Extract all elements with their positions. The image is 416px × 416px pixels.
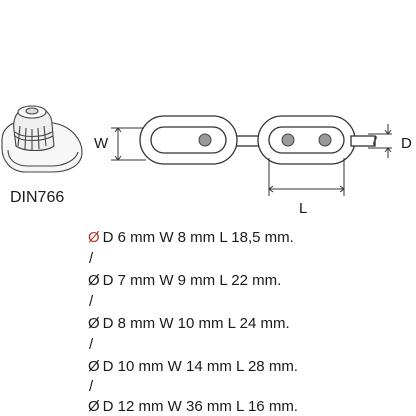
spec-separator: /	[89, 336, 94, 353]
product-fitting-illustration	[1, 105, 83, 173]
length-dimension	[268, 158, 345, 196]
link-cross-sections	[198, 133, 332, 147]
spec-separator: /	[89, 293, 94, 310]
diameter-symbol: Ø	[88, 358, 100, 375]
chain-links	[139, 115, 377, 165]
width-dimension	[111, 127, 146, 161]
spec-text: D 10 mm W 14 mm L 28 mm.	[102, 358, 298, 375]
diameter-symbol: Ø	[88, 229, 100, 246]
spec-separator: /	[89, 250, 94, 267]
spec-text: D 12 mm W 36 mm L 16 mm.	[102, 398, 298, 415]
diameter-dimension	[368, 124, 392, 158]
spec-text: D 6 mm W 8 mm L 18,5 mm.	[102, 229, 294, 246]
diameter-symbol: Ø	[88, 315, 100, 332]
spec-text: D 7 mm W 9 mm L 22 mm.	[102, 272, 282, 289]
diameter-symbol: Ø	[88, 398, 100, 415]
product-model-label: DIN766	[10, 189, 65, 206]
width-label: W	[94, 135, 109, 152]
spec-separator: /	[89, 378, 94, 395]
spec-text: D 8 mm W 10 mm L 24 mm.	[102, 315, 290, 332]
diameter-label: D	[401, 135, 412, 152]
diameter-symbol: Ø	[88, 272, 100, 289]
length-label: L	[299, 200, 308, 217]
